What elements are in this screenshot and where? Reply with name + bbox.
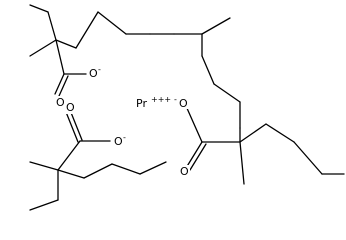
atom-label: O [66, 101, 75, 114]
charge-label: +++ [151, 95, 171, 104]
atom-carbonyl-oxygen-2: O [64, 101, 76, 114]
atom-label: O [114, 135, 123, 148]
chemical-structure: O - O O O - Pr +++ - O O [29, 4, 345, 211]
atom-carbonyl-oxygen-1: O [54, 96, 66, 109]
charge-label: - [123, 133, 126, 142]
charge-label: - [98, 65, 101, 74]
atom-carbonyl-oxygen-3: O [178, 165, 190, 178]
bond-skeleton [29, 4, 345, 211]
atom-carboxylate-oxygen-1: O - [87, 65, 103, 80]
atom-praseodymium-ion: Pr +++ [134, 95, 171, 110]
atom-label: O [89, 67, 98, 80]
atom-label: O [56, 96, 65, 109]
atom-carboxylate-oxygen-3: - O [172, 95, 190, 110]
atom-label: Pr [136, 97, 147, 110]
atom-carboxylate-oxygen-2: O - [112, 133, 128, 148]
atom-label: O [180, 165, 189, 178]
atom-label: O [179, 97, 188, 110]
charge-label: - [174, 95, 177, 104]
